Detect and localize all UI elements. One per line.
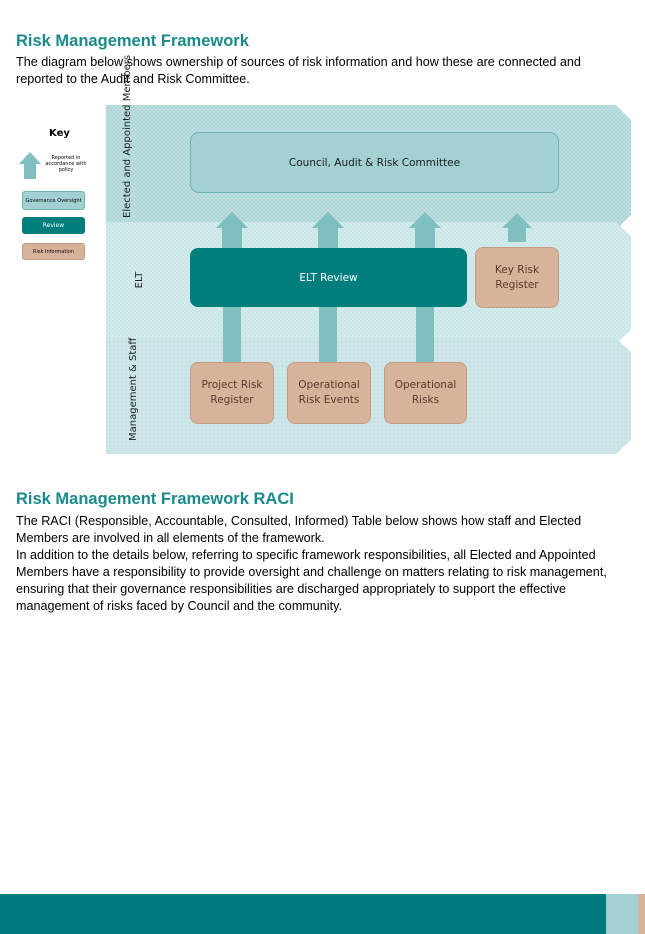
key-review-label: Review xyxy=(42,222,65,229)
key-governance-label: Governance Oversight xyxy=(25,197,82,204)
raci-para-2: In addition to the details below, referr… xyxy=(16,548,607,613)
row-label-elt: ELT xyxy=(134,271,145,289)
key-title: Key xyxy=(49,128,70,139)
key-arrow-label: Reported in accordance with policy xyxy=(45,155,87,173)
footer-bar xyxy=(0,894,606,934)
operational-risk-events-label: Operational Risk Events xyxy=(298,379,360,406)
key-risk-info-label: Risk Information xyxy=(33,248,74,255)
operational-risks-box: Operational Risks xyxy=(384,362,467,424)
council-box: Council, Audit & Risk Committee xyxy=(190,132,559,193)
section-heading-framework: Risk Management Framework xyxy=(16,32,249,50)
key-risk-register-label: Key Risk Register xyxy=(494,263,540,291)
council-label: Council, Audit & Risk Committee xyxy=(288,156,461,169)
raci-para-1: The RACI (Responsible, Accountable, Cons… xyxy=(16,514,582,545)
elt-review-box: ELT Review xyxy=(190,248,467,307)
framework-intro: The diagram below shows ownership of sou… xyxy=(16,55,581,86)
footer-accent-light xyxy=(606,894,638,934)
row-label-management: Management & Staff xyxy=(128,337,139,441)
framework-diagram: Key Reported in accordance with policy G… xyxy=(19,55,631,454)
key-risk-register-box: Key Risk Register xyxy=(475,247,559,308)
section-heading-raci: Risk Management Framework RACI xyxy=(16,490,294,508)
operational-risk-events-box: Operational Risk Events xyxy=(287,362,371,424)
elt-review-label: ELT Review xyxy=(299,271,358,284)
project-risk-register-label: Project Risk Register xyxy=(201,379,263,406)
row-label-elected: Elected and Appointed Members xyxy=(122,55,158,218)
arrow-group-upper xyxy=(216,212,532,248)
key-arrow-icon xyxy=(19,152,41,179)
arrow-group-lower xyxy=(223,306,434,362)
key-review-box: Review xyxy=(22,217,85,234)
project-risk-register-box: Project Risk Register xyxy=(190,362,274,424)
key-governance-box: Governance Oversight xyxy=(22,191,85,210)
operational-risks-label: Operational Risks xyxy=(394,379,457,406)
key-risk-info-box: Risk Information xyxy=(22,243,85,260)
footer-accent-tan xyxy=(638,894,645,934)
